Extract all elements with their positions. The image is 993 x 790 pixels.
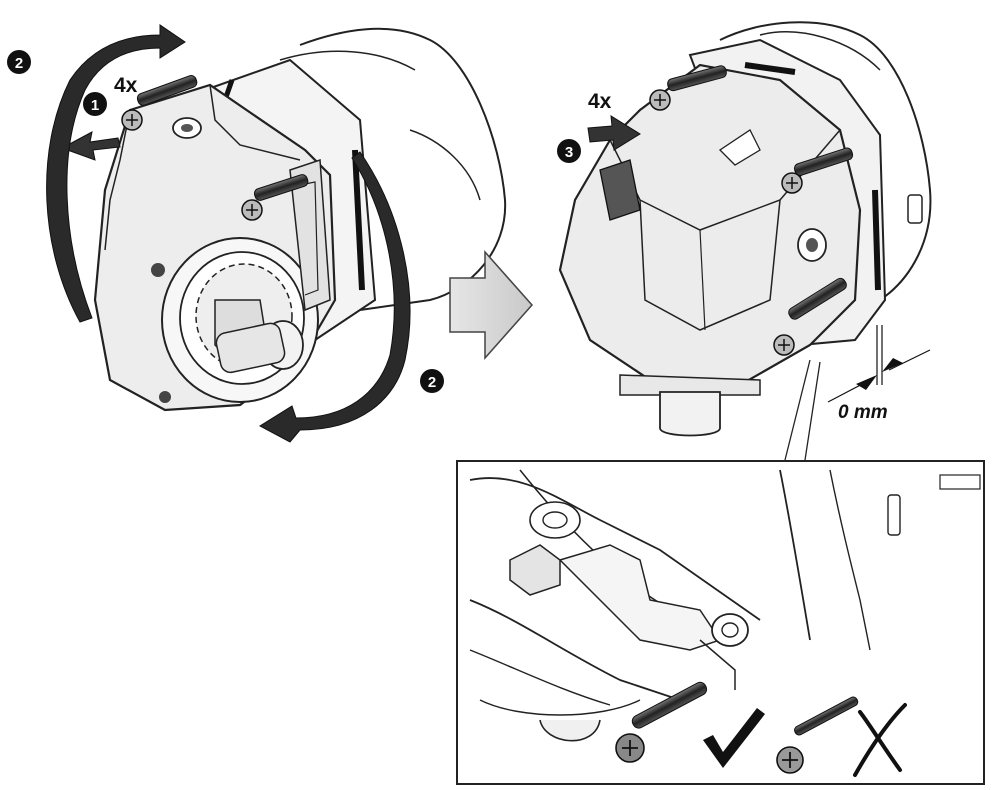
check-icon [703,708,765,768]
step-2-bottom-marker: 2 [420,369,444,393]
spindle-right [659,391,721,437]
motor-housing-right [719,21,932,301]
svg-text:1: 1 [91,97,99,114]
rotate-arrow-top [46,24,186,323]
screw-correct [615,681,708,763]
screw-left-middle [241,174,309,221]
transition-arrow [449,250,534,360]
gap-label: 0 mm [838,402,888,423]
step-1-marker: 1 [83,92,107,116]
step-2-top-marker: 2 [7,50,31,74]
spindle-flange [161,237,319,403]
screw-wrong [776,696,859,774]
screw-right-lower [773,277,847,356]
screw-right-upper [649,65,727,111]
step-3-marker: 3 [557,139,581,163]
screw-quantity-left: 4x [114,74,138,97]
svg-text:2: 2 [15,55,23,72]
screw-right-middle [781,147,854,194]
svg-text:3: 3 [565,144,573,161]
svg-text:2: 2 [428,374,436,391]
motor-housing [299,27,507,311]
gear-head-body-right [558,63,862,387]
right-gear-head-view [558,21,932,437]
rotate-arrow-bottom [259,151,411,443]
cross-icon [853,703,907,777]
screw-quantity-right: 4x [588,90,612,113]
gap-dimension [827,325,931,403]
pull-out-arrow [60,131,121,161]
screw-left-upper [121,75,198,131]
left-gear-head-view [46,24,507,443]
detail-inset [456,460,985,785]
push-in-arrow [587,115,641,151]
